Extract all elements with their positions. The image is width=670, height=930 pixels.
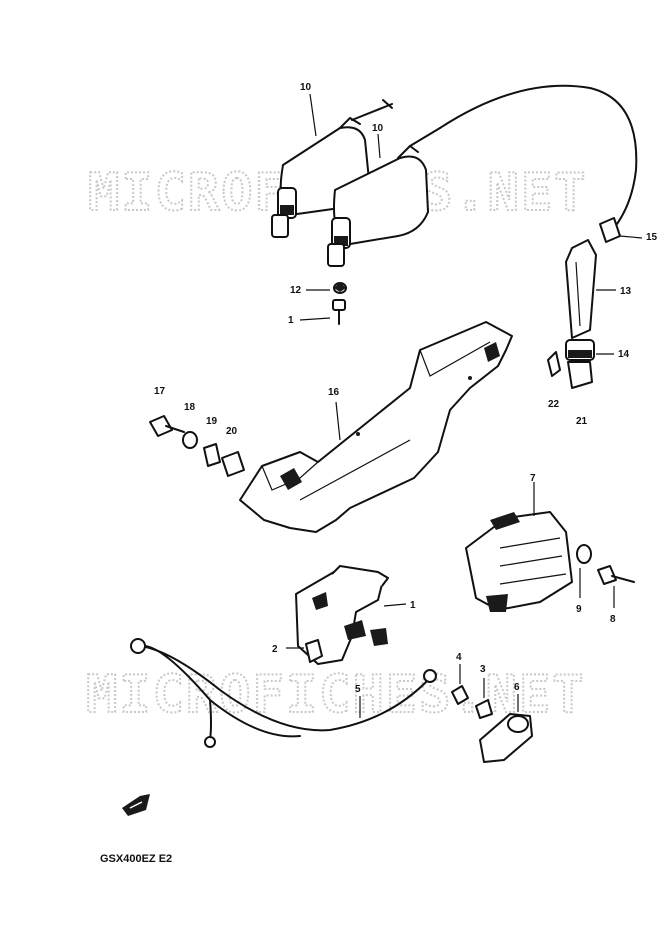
nut-3	[475, 699, 493, 719]
callout-14: 14	[618, 349, 630, 360]
callout-18: 18	[184, 402, 196, 413]
callout-21: 21	[576, 416, 588, 427]
callout-2: 2	[272, 644, 278, 655]
callout-1: 1	[410, 600, 416, 611]
battery-cable	[130, 638, 437, 748]
washer-12	[333, 282, 347, 294]
nut-4	[451, 685, 469, 705]
washer-9	[576, 544, 592, 564]
lead-cap	[599, 217, 621, 243]
spark-plug-cap	[565, 239, 597, 389]
callout-17: 17	[154, 386, 166, 397]
watermark-bottom: MICROFICHES.NET	[86, 665, 586, 725]
ignition-coil-front	[327, 127, 441, 267]
callout-19: 19	[206, 416, 218, 427]
callout-15: 15	[646, 232, 658, 243]
callout-8: 8	[610, 614, 616, 625]
model-code: GSX400EZ E2	[100, 853, 172, 865]
callout-10-front: 10	[372, 123, 384, 134]
callout-4: 4	[456, 652, 462, 663]
callout-9: 9	[576, 604, 582, 615]
fuse-2	[305, 639, 323, 663]
callout-3: 3	[480, 664, 486, 675]
callout-5: 5	[355, 684, 361, 695]
callout-11: 1	[288, 315, 294, 326]
callout-20: 20	[226, 426, 238, 437]
leader-lines	[286, 93, 643, 718]
front-arrow-icon	[122, 794, 150, 816]
callout-13: 13	[620, 286, 632, 297]
terminal-cover-6	[479, 713, 533, 763]
callout-12: 12	[290, 285, 302, 296]
callout-6: 6	[514, 682, 520, 693]
regulator-rectifier	[465, 511, 573, 612]
bolt-8	[597, 565, 635, 585]
clip-22	[547, 351, 561, 377]
bolt-17	[149, 415, 185, 437]
grommet-20	[221, 451, 245, 477]
callout-10-rear: 10	[300, 82, 312, 93]
washer-18	[182, 431, 198, 449]
callout-16: 16	[328, 387, 340, 398]
screw-11	[332, 299, 346, 325]
callout-7: 7	[530, 473, 536, 484]
spacer-19	[203, 443, 221, 467]
high-tension-lead	[439, 84, 638, 229]
coil-bracket	[239, 321, 513, 533]
callout-22: 22	[548, 399, 560, 410]
